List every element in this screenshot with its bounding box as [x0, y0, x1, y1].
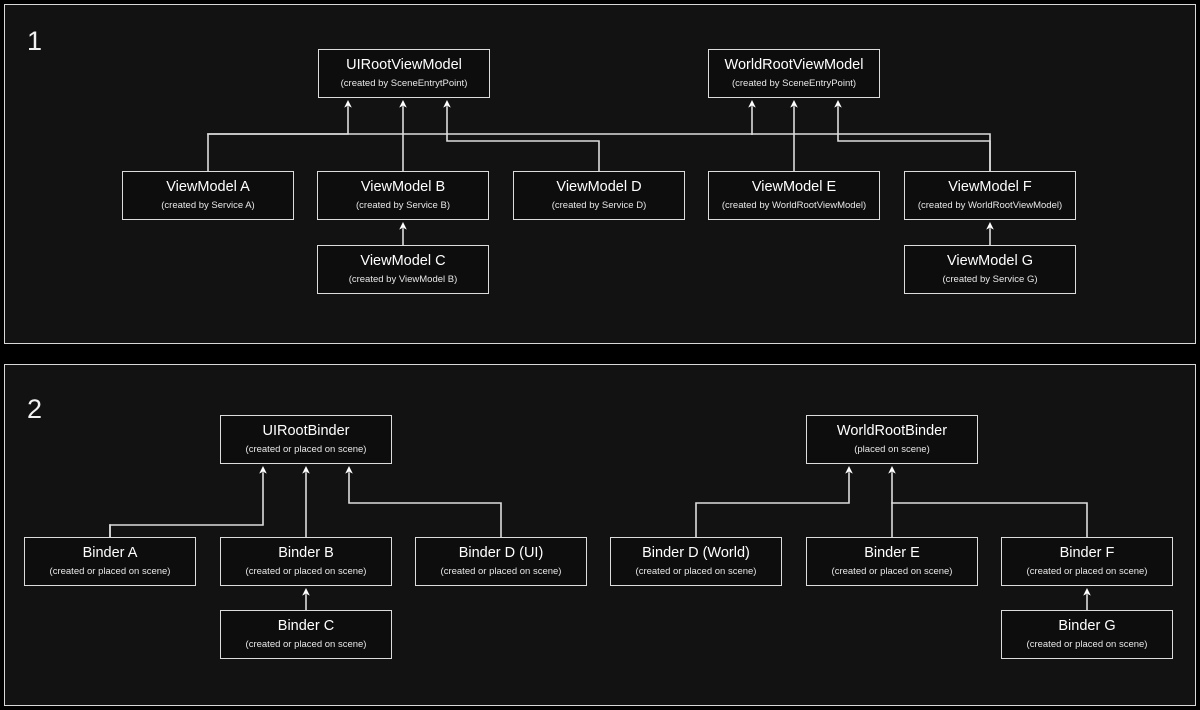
node-title: WorldRootViewModel	[724, 56, 864, 73]
node-title: ViewModel E	[751, 178, 837, 195]
node-title: Binder F	[1059, 544, 1115, 561]
node-subtitle: (created by WorldRootViewModel)	[721, 199, 867, 211]
node-viewmodel-b[interactable]: ViewModel B (created by Service B)	[317, 171, 489, 220]
node-binder-d-ui[interactable]: Binder D (UI) (created or placed on scen…	[415, 537, 587, 586]
node-subtitle: (created by SceneEntryPoint)	[731, 77, 857, 89]
node-binder-c[interactable]: Binder C (created or placed on scene)	[220, 610, 392, 659]
panel-2-number: 2	[27, 394, 43, 424]
node-title: WorldRootBinder	[836, 422, 948, 439]
node-subtitle: (created by Service G)	[942, 273, 1038, 285]
node-subtitle: (created or placed on scene)	[245, 443, 367, 455]
node-title: ViewModel G	[947, 252, 1033, 269]
node-subtitle: (created or placed on scene)	[245, 565, 367, 577]
node-binder-e[interactable]: Binder E (created or placed on scene)	[806, 537, 978, 586]
node-ui-root-binder[interactable]: UIRootBinder (created or placed on scene…	[220, 415, 392, 464]
node-binder-d-world[interactable]: Binder D (World) (created or placed on s…	[610, 537, 782, 586]
node-subtitle: (created by ViewModel B)	[348, 273, 458, 285]
node-title: Binder D (UI)	[458, 544, 544, 561]
node-title: Binder B	[278, 544, 334, 561]
node-subtitle: (created by Service A)	[161, 199, 255, 211]
node-ui-root-viewmodel[interactable]: UIRootViewModel (created by SceneEntrytP…	[318, 49, 490, 98]
node-binder-a[interactable]: Binder A (created or placed on scene)	[24, 537, 196, 586]
node-subtitle: (created by Service B)	[356, 199, 450, 211]
panel-1-number: 1	[27, 26, 43, 56]
node-subtitle: (created by Service D)	[551, 199, 647, 211]
node-title: ViewModel C	[360, 252, 446, 269]
node-world-root-viewmodel[interactable]: WorldRootViewModel (created by SceneEntr…	[708, 49, 880, 98]
node-subtitle: (placed on scene)	[854, 443, 930, 455]
node-subtitle: (created or placed on scene)	[49, 565, 171, 577]
node-viewmodel-f[interactable]: ViewModel F (created by WorldRootViewMod…	[904, 171, 1076, 220]
node-world-root-binder[interactable]: WorldRootBinder (placed on scene)	[806, 415, 978, 464]
node-subtitle: (created or placed on scene)	[831, 565, 953, 577]
node-title: ViewModel A	[166, 178, 250, 195]
node-title: UIRootBinder	[262, 422, 350, 439]
node-title: ViewModel F	[948, 178, 1032, 195]
node-viewmodel-d[interactable]: ViewModel D (created by Service D)	[513, 171, 685, 220]
node-title: Binder C	[277, 617, 335, 634]
node-title: ViewModel D	[556, 178, 642, 195]
node-title: Binder E	[864, 544, 920, 561]
node-subtitle: (created or placed on scene)	[1026, 565, 1148, 577]
node-subtitle: (created or placed on scene)	[635, 565, 757, 577]
node-title: Binder A	[82, 544, 138, 561]
node-viewmodel-a[interactable]: ViewModel A (created by Service A)	[122, 171, 294, 220]
node-binder-f[interactable]: Binder F (created or placed on scene)	[1001, 537, 1173, 586]
node-viewmodel-e[interactable]: ViewModel E (created by WorldRootViewMod…	[708, 171, 880, 220]
node-subtitle: (created or placed on scene)	[440, 565, 562, 577]
node-binder-g[interactable]: Binder G (created or placed on scene)	[1001, 610, 1173, 659]
node-title: Binder G	[1058, 617, 1116, 634]
node-binder-b[interactable]: Binder B (created or placed on scene)	[220, 537, 392, 586]
node-subtitle: (created by SceneEntrytPoint)	[340, 77, 468, 89]
node-viewmodel-g[interactable]: ViewModel G (created by Service G)	[904, 245, 1076, 294]
node-subtitle: (created or placed on scene)	[245, 638, 367, 650]
node-subtitle: (created or placed on scene)	[1026, 638, 1148, 650]
node-title: Binder D (World)	[642, 544, 750, 561]
node-title: ViewModel B	[360, 178, 446, 195]
node-viewmodel-c[interactable]: ViewModel C (created by ViewModel B)	[317, 245, 489, 294]
node-subtitle: (created by WorldRootViewModel)	[917, 199, 1063, 211]
node-title: UIRootViewModel	[346, 56, 462, 73]
